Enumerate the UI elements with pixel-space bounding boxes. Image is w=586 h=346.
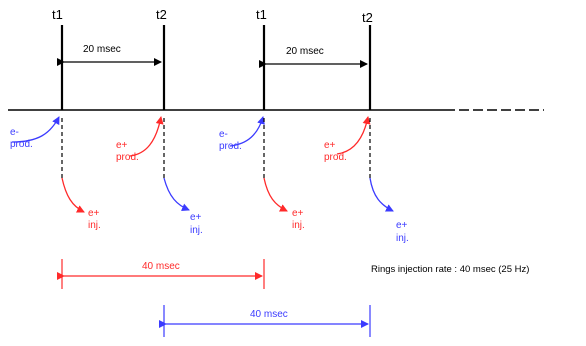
prod-arrow-4 <box>336 116 371 155</box>
interval-label-top-left: 20 msec <box>83 44 121 55</box>
inj-arrow-2 <box>163 177 190 211</box>
inj-label-3-line1: e+ <box>292 208 304 219</box>
inj-label-3-line2: inj. <box>292 220 305 231</box>
prod-label-1-line1: e- <box>10 127 19 138</box>
prod-label-4-line1: e+ <box>324 140 336 151</box>
inj-label-1-line2: inj. <box>88 220 101 231</box>
red-span-label: 40 msec <box>142 261 180 272</box>
prod-arrow-1 <box>11 116 60 143</box>
injection-rate-note: Rings injection rate : 40 msec (25 Hz) <box>371 264 529 275</box>
prod-arrow-2 <box>129 116 164 157</box>
time-label-t1-a: t1 <box>52 7 63 22</box>
inj-arrow-4 <box>369 177 394 212</box>
prod-label-2-line2: prod. <box>116 152 139 163</box>
inj-arrow-3 <box>263 177 288 212</box>
prod-label-3-line1: e- <box>219 129 228 140</box>
prod-label-3-line2: prod. <box>219 141 242 152</box>
time-label-t1-b: t1 <box>256 7 267 22</box>
inj-label-2-line1: e+ <box>190 212 202 223</box>
prod-label-4-line2: prod. <box>324 152 347 163</box>
time-label-t2-b: t2 <box>362 10 373 25</box>
prod-label-2-line1: e+ <box>116 140 128 151</box>
prod-label-1-line2: prod. <box>10 139 33 150</box>
blue-span-label: 40 msec <box>250 309 288 320</box>
inj-arrow-1 <box>61 177 85 213</box>
prod-arrow-3 <box>229 116 265 147</box>
time-label-t2-a: t2 <box>156 7 167 22</box>
interval-label-top-right: 20 msec <box>286 46 324 57</box>
inj-label-1-line1: e+ <box>88 208 100 219</box>
inj-label-4-line2: inj. <box>396 233 409 244</box>
inj-label-4-line1: e+ <box>396 220 408 231</box>
inj-label-2-line2: inj. <box>190 225 203 236</box>
